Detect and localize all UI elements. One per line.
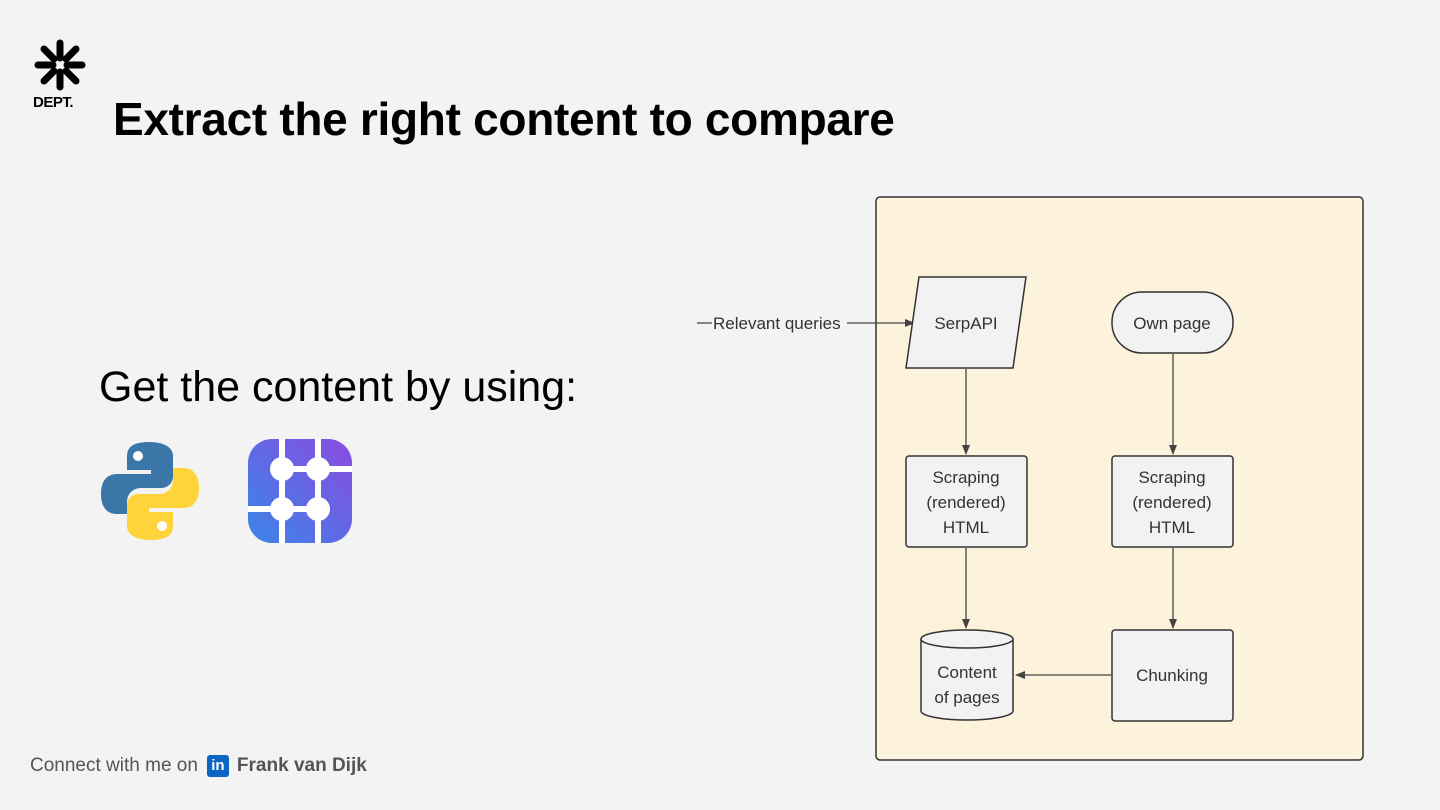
scraping-left-line-2: (rendered) xyxy=(926,493,1005,512)
input-label-bg xyxy=(712,313,847,333)
own-page-node xyxy=(1111,291,1234,354)
content-node xyxy=(920,629,1014,721)
chunking-label: Chunking xyxy=(1136,666,1208,685)
input-label: Relevant queries xyxy=(713,314,841,333)
subtitle: Get the content by using: xyxy=(99,363,578,411)
serpapi-node xyxy=(905,276,1027,369)
footer: Connect with me on in Frank van Dijk xyxy=(30,753,367,779)
own-page-label: Own page xyxy=(1133,314,1211,333)
scraping-tool-icon xyxy=(248,439,352,543)
scraping-right-line-2: (rendered) xyxy=(1132,493,1211,512)
scraping-right-line-1: Scraping xyxy=(1138,468,1205,487)
logo-text: DEPT. xyxy=(33,94,74,111)
python-icon xyxy=(99,440,201,542)
scraping-right-node xyxy=(1111,455,1234,548)
scraping-right-line-3: HTML xyxy=(1149,518,1195,537)
scraping-left-line-1: Scraping xyxy=(932,468,999,487)
page-title: Extract the right content to compare xyxy=(113,93,895,145)
dept-star-icon xyxy=(34,39,86,91)
chunking-node xyxy=(1111,629,1234,722)
content-line-1: Content xyxy=(937,663,997,682)
footer-connect-text: Connect with me on xyxy=(30,755,198,776)
linkedin-icon[interactable]: in xyxy=(206,755,229,777)
scraping-left-node xyxy=(905,455,1028,548)
dept-logo: DEPT. xyxy=(33,38,89,114)
content-line-2: of pages xyxy=(934,688,999,707)
diagram-panel xyxy=(875,196,1364,761)
serpapi-label: SerpAPI xyxy=(934,314,997,333)
footer-name-link[interactable]: Frank van Dijk xyxy=(236,755,367,776)
scraping-left-line-3: HTML xyxy=(943,518,989,537)
